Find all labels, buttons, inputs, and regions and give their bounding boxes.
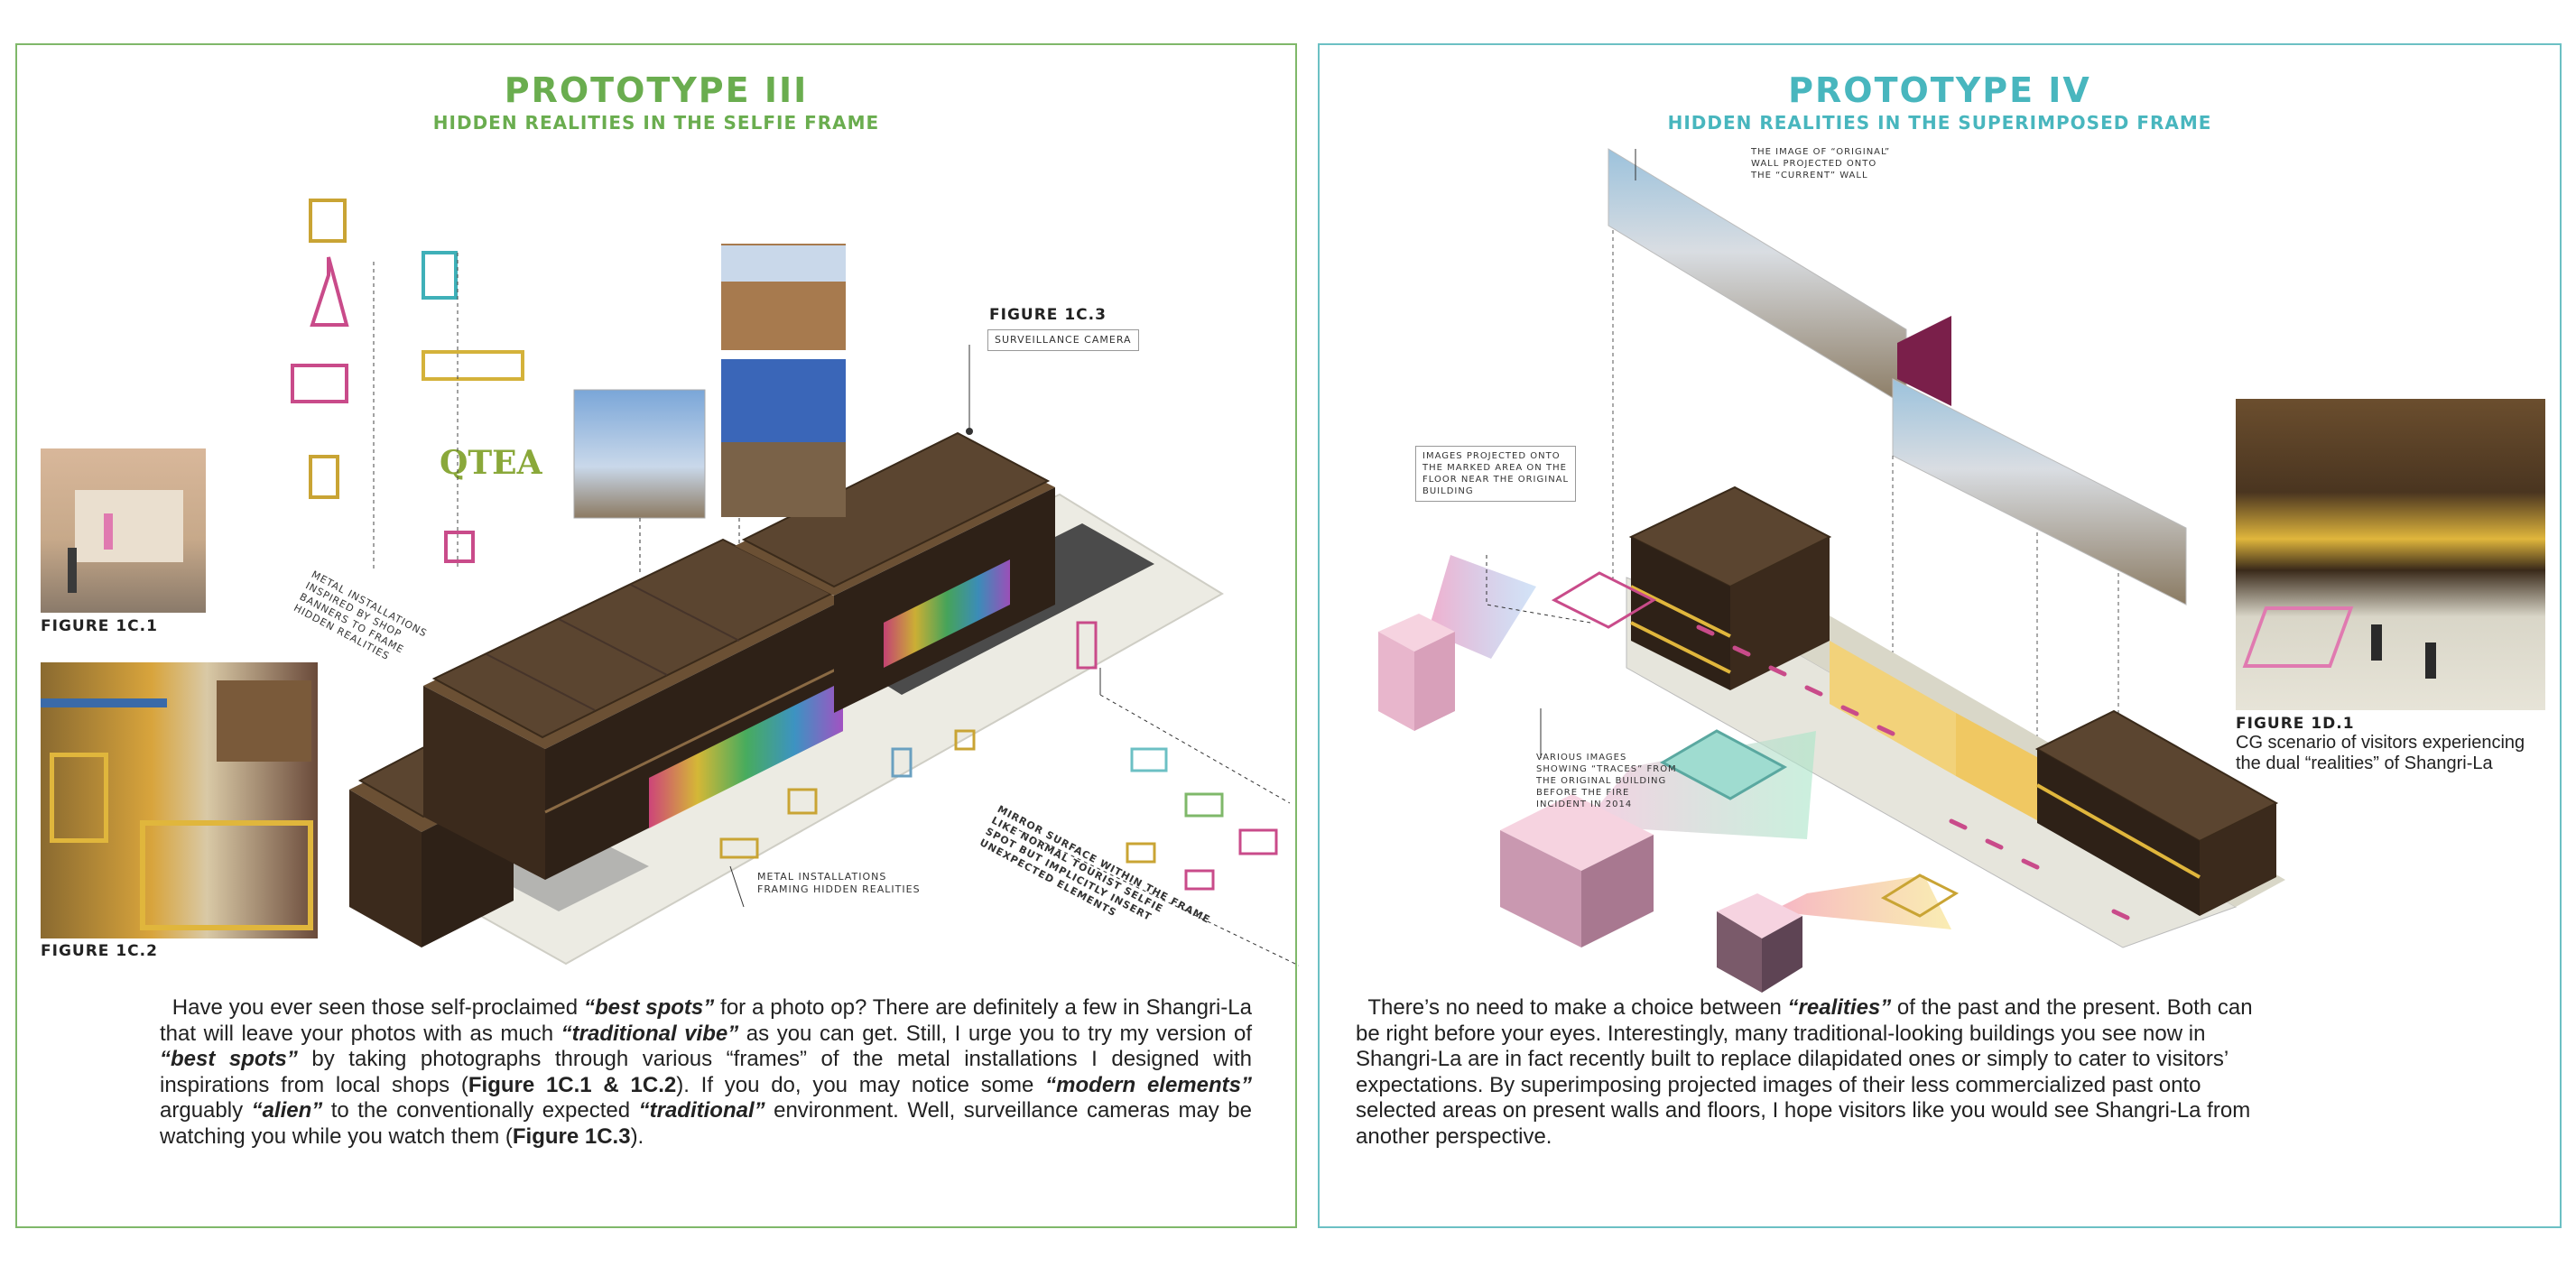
ground-frames [719,621,1278,891]
prototype-iv-body-text: There’s no need to make a choice between… [1356,995,2253,1149]
superimposed-frame-axonometric-illustration [1378,148,2285,993]
prototype-iv-title: PROTOTYPE IV [1788,70,2091,110]
metal-installation-icons: QTEA [291,199,543,563]
selfie-frame-axonometric-illustration: QTEA [291,199,1299,966]
figure-1d1-caption: FIGURE 1D.1 [2236,715,2355,733]
projected-wall-label: THE IMAGE OF “ORIGINAL” WALL PROJECTED O… [1751,147,1891,180]
ground-markers [1696,624,2130,920]
prototype-iii-subtitle: HIDDEN REALITIES IN THE SELFIE FRAME [432,112,880,134]
qtea-sign-text: QTEA [440,444,543,482]
images-projected-floor-label: IMAGES PROJECTED ONTO THE MARKED AREA ON… [1415,446,1577,502]
various-images-traces-label: VARIOUS IMAGES SHOWING “TRACES” FROM THE… [1536,753,1677,809]
panel-prototype-iii: PROTOTYPE III HIDDEN REALITIES IN THE SE… [15,43,1299,1228]
floating-photo-street [573,389,706,519]
left-building-model [1628,485,1832,690]
projected-wall-image-lower [1892,378,2187,606]
figure-1d1-description: CG scenario of visitors experiencing the… [2236,733,2525,773]
prototype-iv-subtitle: HIDDEN REALITIES IN THE SUPERIMPOSED FRA… [1667,112,2212,134]
metal-installations-framing-label: METAL INSTALLATIONS FRAMING HIDDEN REALI… [757,871,921,895]
figure-1c1-caption: FIGURE 1C.1 [41,617,158,635]
figure-1c3-caption: FIGURE 1C.3 [989,306,1107,324]
projected-wall-image [1608,148,1907,407]
figure-1d1-render [2236,399,2545,710]
figure-1c2-caption: FIGURE 1C.2 [41,942,158,960]
projector-wedge [1897,316,1951,406]
panel-prototype-iv: PROTOTYPE IV HIDDEN REALITIES IN THE SUP… [1318,43,2562,1228]
figure-1c1-photo [41,448,206,613]
rear-building-model [735,431,1055,713]
yellow-wall [1830,641,1956,776]
prototype-iii-body-text: Have you ever seen those self-proclaimed… [160,995,1252,1149]
projection-beam-3 [1771,875,1951,929]
surveillance-camera-label: SURVEILLANCE CAMERA [987,329,1139,351]
right-building-model [2034,709,2279,916]
main-building-model [423,538,844,880]
figure-1c2-photo [41,662,318,938]
prototype-iii-title: PROTOTYPE III [504,70,809,110]
